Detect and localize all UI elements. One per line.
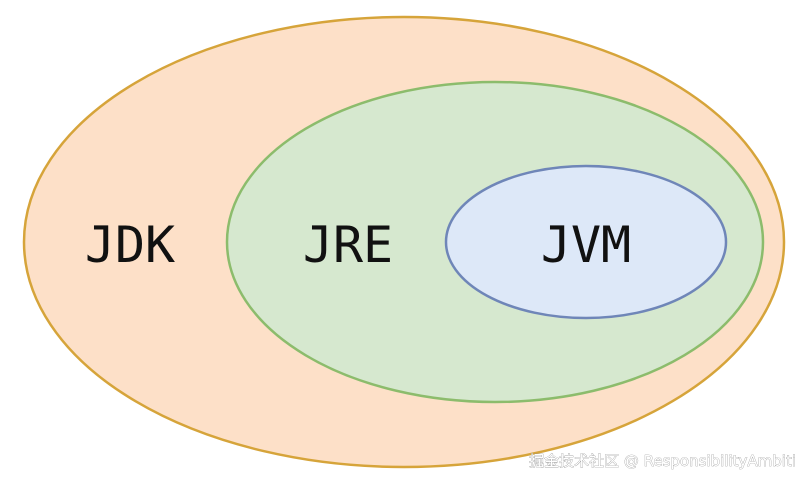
jdk-label: JDK	[85, 216, 175, 274]
jvm-ellipse	[444, 164, 728, 320]
jvm-label: JVM	[541, 216, 631, 274]
watermark: 掘金技术社区 @ ResponsibilityAmbiti	[529, 452, 796, 470]
jre-label: JRE	[303, 216, 393, 274]
